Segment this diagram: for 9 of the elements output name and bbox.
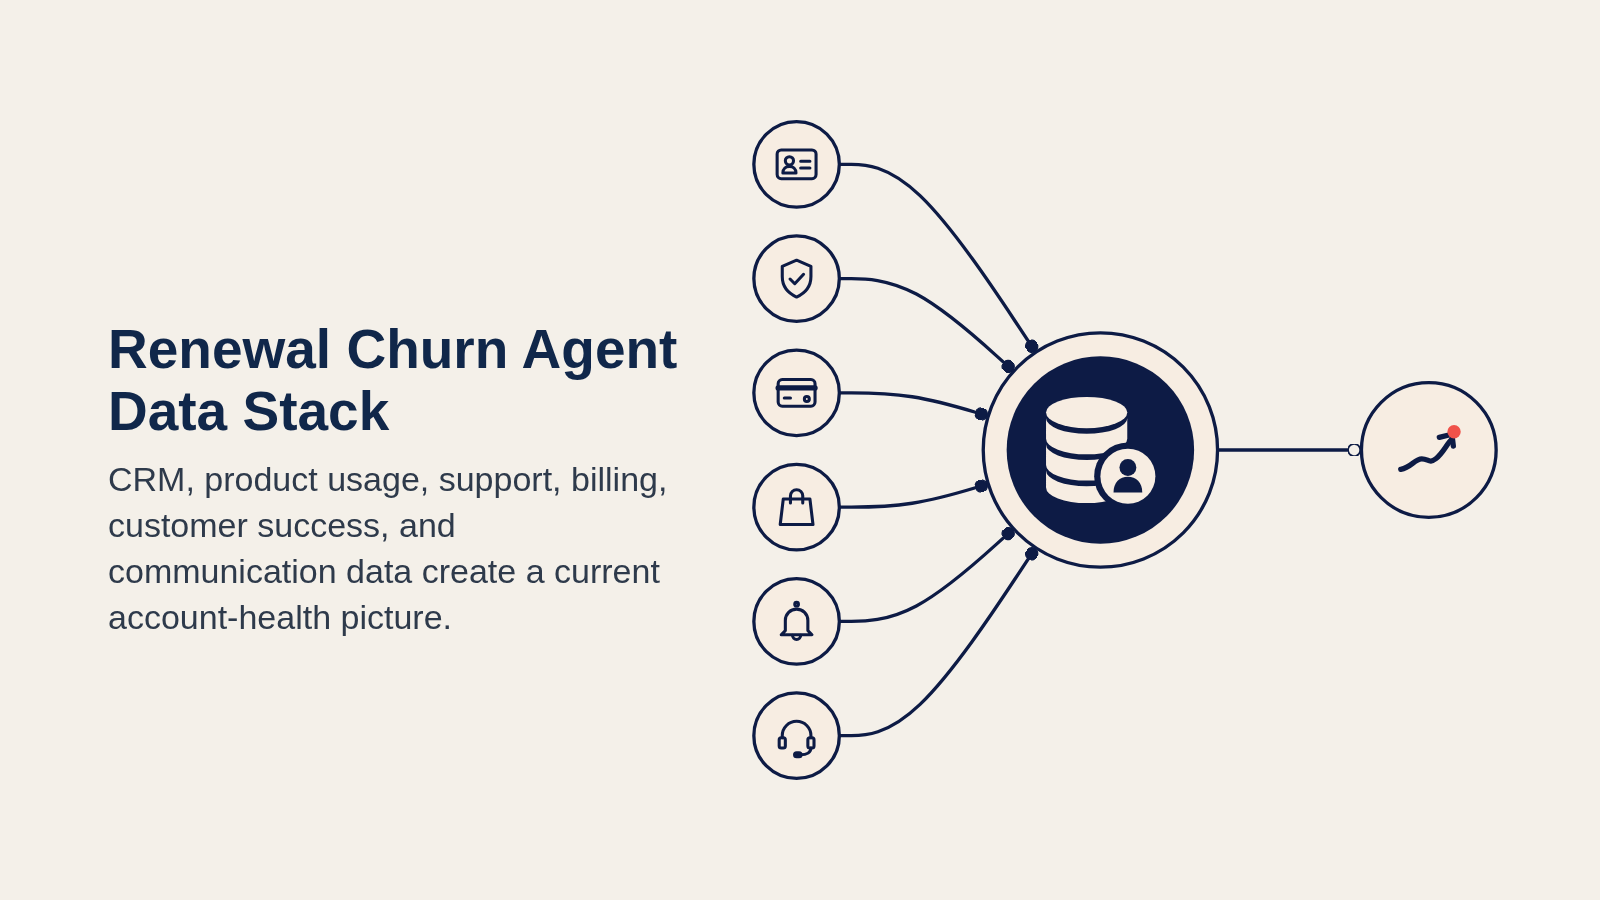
- node-circle: [1359, 381, 1498, 519]
- node-circle: [752, 462, 841, 552]
- node-circle: [752, 348, 841, 438]
- node-circle: [752, 234, 841, 323]
- node-circle: [752, 577, 841, 666]
- node-circle: [752, 119, 841, 209]
- node-circle: [752, 691, 841, 781]
- description-text: CRM, product usage, support, billing, customer success, and communication data create a current account-health picture.: [108, 459, 669, 638]
- heading: Renewal Churn Agent Data Stack: [108, 318, 679, 442]
